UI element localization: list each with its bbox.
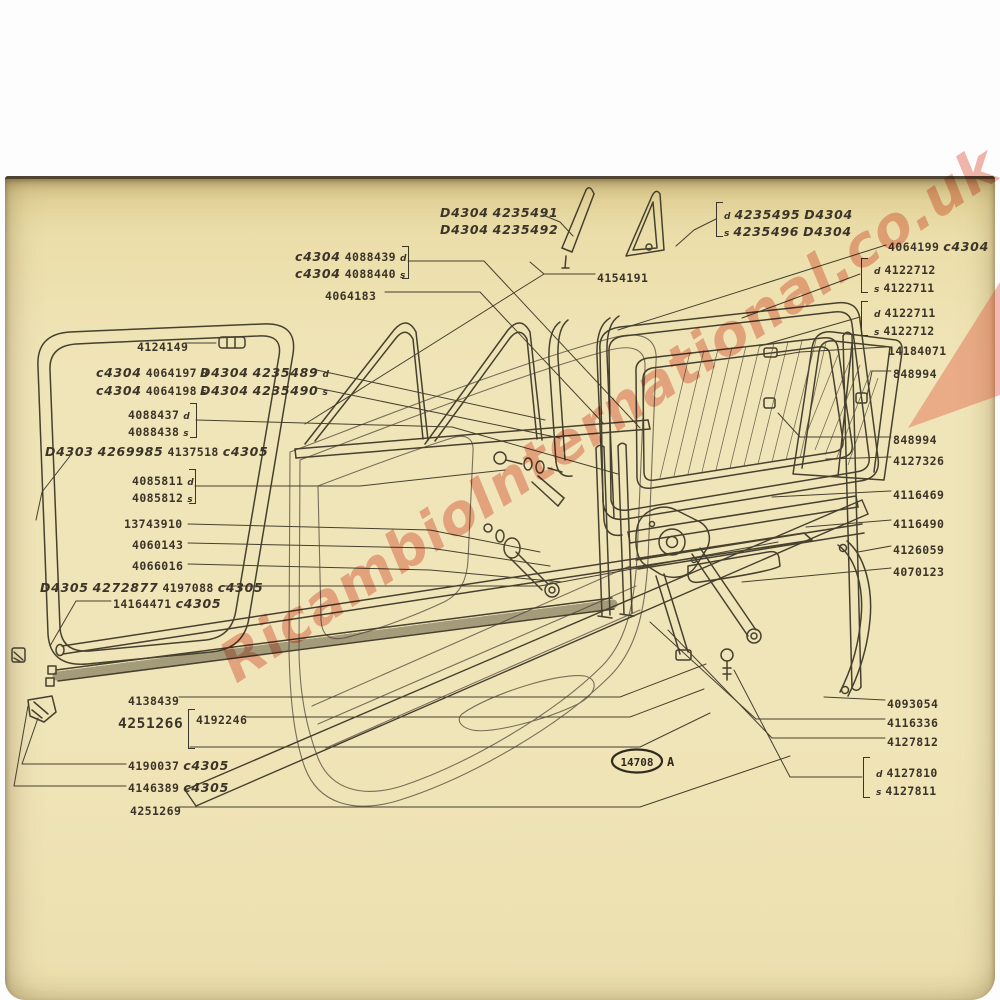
stamp-suffix: A bbox=[667, 755, 675, 769]
door-glass bbox=[792, 331, 903, 481]
sill-strips bbox=[627, 495, 865, 584]
window-crank bbox=[483, 523, 560, 598]
glass-hatching bbox=[659, 339, 879, 479]
lift-channels bbox=[595, 442, 635, 619]
window-regulator bbox=[635, 506, 762, 681]
corner-clips bbox=[11, 647, 57, 723]
clip-icon-4124149 bbox=[218, 336, 246, 349]
long-guide-channels bbox=[184, 499, 869, 807]
parts-lineart bbox=[11, 187, 903, 774]
weatherstrips bbox=[45, 532, 813, 687]
glass-run-channel-pieces bbox=[548, 315, 623, 537]
window-sill-bar bbox=[294, 419, 651, 459]
door-seal-loop bbox=[37, 323, 295, 665]
main-window-frame bbox=[599, 301, 880, 521]
leader-lines bbox=[13, 214, 892, 808]
stamp-number: 14708 bbox=[620, 756, 654, 769]
check-strap bbox=[837, 540, 872, 697]
handle-parts-upper bbox=[493, 451, 565, 507]
stamp-oval bbox=[610, 748, 664, 774]
front-window-frames bbox=[304, 322, 543, 445]
vent-glass-triangle bbox=[625, 190, 665, 257]
watermark-wedge bbox=[908, 282, 1000, 428]
vent-frame-piece bbox=[561, 187, 595, 269]
